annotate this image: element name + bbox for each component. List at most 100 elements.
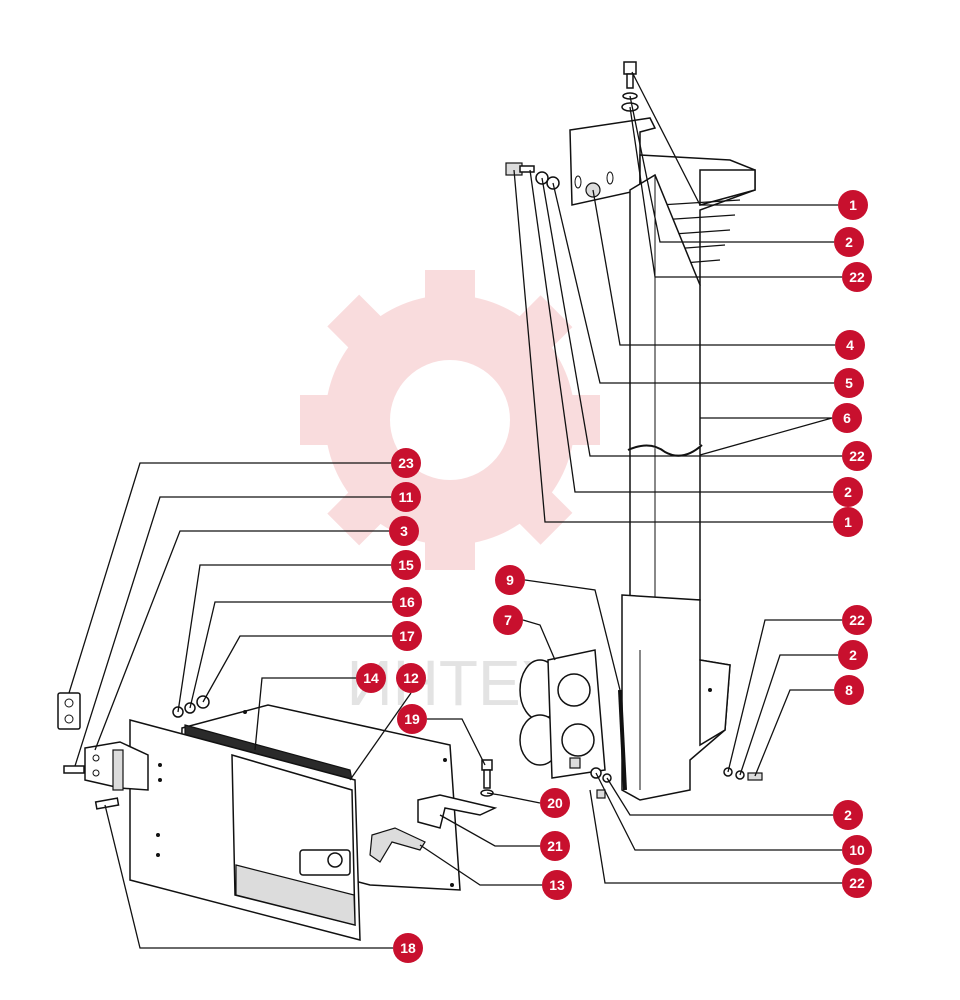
callout-label: 9 [506,572,514,588]
callout-badge-22: 22 [842,605,872,635]
callout-badge-2: 2 [834,227,864,257]
callout-badge-12: 12 [396,663,426,693]
latch-hardware [369,759,498,863]
callout-badge-10: 10 [842,835,872,865]
leader-line [177,564,391,713]
callout-circle [834,227,864,257]
leader-line [439,814,540,847]
callout-circle [493,605,523,635]
leader-line [202,635,392,703]
callout-label: 16 [399,594,415,610]
callout-label: 14 [363,670,379,686]
callout-circle [396,663,426,693]
callout-label: 3 [400,523,408,539]
callout-label: 10 [849,842,865,858]
callout-circle [392,587,422,617]
callout-badge-11: 11 [391,482,421,512]
callout-label: 15 [398,557,414,573]
callout-label: 8 [845,682,853,698]
callout-label: 21 [547,838,563,854]
callout-label: 2 [844,807,852,823]
leader-line [254,677,356,751]
callout-badge-22: 22 [842,262,872,292]
callout-label: 17 [399,628,415,644]
leader-line [606,777,833,816]
callout-badge-9: 9 [495,565,525,595]
side-hardware [723,767,763,781]
leader-line [419,844,542,886]
vertical-duct [569,117,756,801]
callout-badge-1: 1 [833,507,863,537]
callout-circle [833,800,863,830]
callout-label: 20 [547,795,563,811]
leader-line [541,177,842,457]
leader-line [754,689,834,777]
callout-label: 23 [398,455,414,471]
leader-line [727,619,842,773]
callout-circle [391,482,421,512]
leader-line [589,789,842,884]
callout-label: 19 [404,711,420,727]
callout-circle [842,868,872,898]
callout-circle [540,788,570,818]
callout-circle [495,565,525,595]
callout-circle [832,403,862,433]
callout-label: 7 [504,612,512,628]
callout-label: 6 [843,410,851,426]
callout-circle [834,368,864,398]
callout-badge-16: 16 [392,587,422,617]
callout-circle [833,507,863,537]
leader-line [94,530,389,751]
callout-circle [391,448,421,478]
leader-line [631,71,838,206]
callout-label: 11 [399,489,414,505]
callout-circle [356,663,386,693]
leader-line [427,718,486,766]
duct-column [629,173,701,601]
leader-line [529,169,833,493]
callout-badge-19: 19 [397,704,427,734]
callout-badge-20: 20 [540,788,570,818]
callout-label: 1 [844,514,852,530]
watermark-gear-icon [300,270,600,570]
door-panel-assembly [129,704,461,941]
callout-label: 5 [845,375,853,391]
callout-badge-3: 3 [389,516,419,546]
callout-badge-1: 1 [838,190,868,220]
callout-circle [838,640,868,670]
callout-badge-22: 22 [842,868,872,898]
callout-circle [393,933,423,963]
leader-line [592,189,835,346]
callout-badge-22: 22 [842,441,872,471]
leader-line [595,772,842,851]
callout-badge-15: 15 [391,550,421,580]
leader-line [629,95,834,243]
leader-line [524,579,621,691]
leader-line [513,169,833,523]
callout-circle [835,330,865,360]
gasket-plate [519,649,612,799]
callout-label: 18 [400,940,416,956]
leader-line [349,692,412,781]
callout-badge-4: 4 [835,330,865,360]
leader-lines [68,71,842,949]
callout-label: 22 [849,875,865,891]
callout-badge-2: 2 [833,800,863,830]
callout-badge-8: 8 [834,675,864,705]
hinge-hardware [57,692,149,810]
callout-circle [833,477,863,507]
callout-circle [842,441,872,471]
leader-line [189,601,392,709]
callout-badge-6: 6 [832,403,862,433]
callout-circle [842,262,872,292]
callout-badge-14: 14 [356,663,386,693]
callout-circle [834,675,864,705]
callout-label: 4 [846,337,854,353]
leader-line [486,792,541,804]
callout-badge-7: 7 [493,605,523,635]
callout-label: 22 [849,448,865,464]
leader-line [74,496,391,767]
callout-circle [842,605,872,635]
